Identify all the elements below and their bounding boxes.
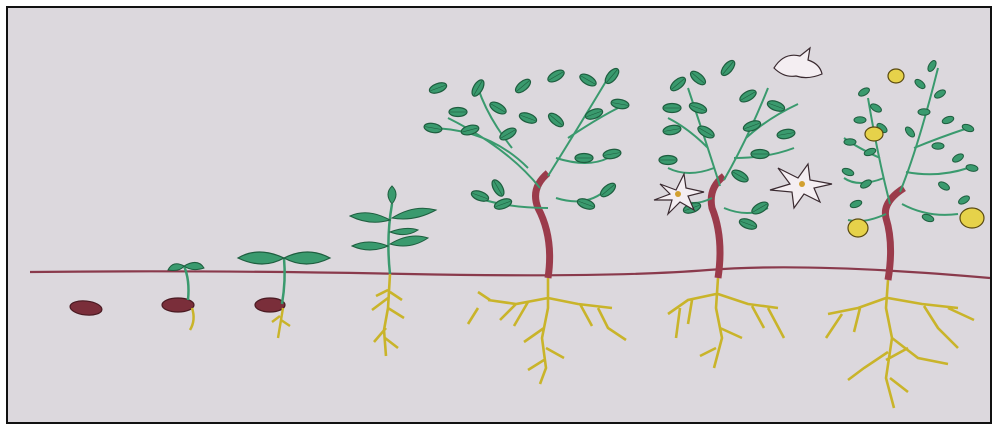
stage-germinating-seed <box>162 262 204 330</box>
fruit-left-lower <box>848 219 868 237</box>
stage-young-plant <box>350 186 436 356</box>
fruit-right <box>960 208 984 228</box>
fruit-left-upper <box>865 127 883 141</box>
flower-bud-top <box>774 48 822 78</box>
stage-mature-plant <box>423 66 629 384</box>
fruit-top <box>888 69 904 83</box>
diagram-canvas <box>8 8 990 422</box>
stage-flowering-plant <box>654 48 832 368</box>
stage-seedling <box>238 252 330 338</box>
plant-growth-diagram <box>6 6 992 424</box>
flower-right <box>770 164 832 208</box>
stage-fruiting-plant <box>826 59 984 408</box>
stage-seed <box>69 299 102 316</box>
